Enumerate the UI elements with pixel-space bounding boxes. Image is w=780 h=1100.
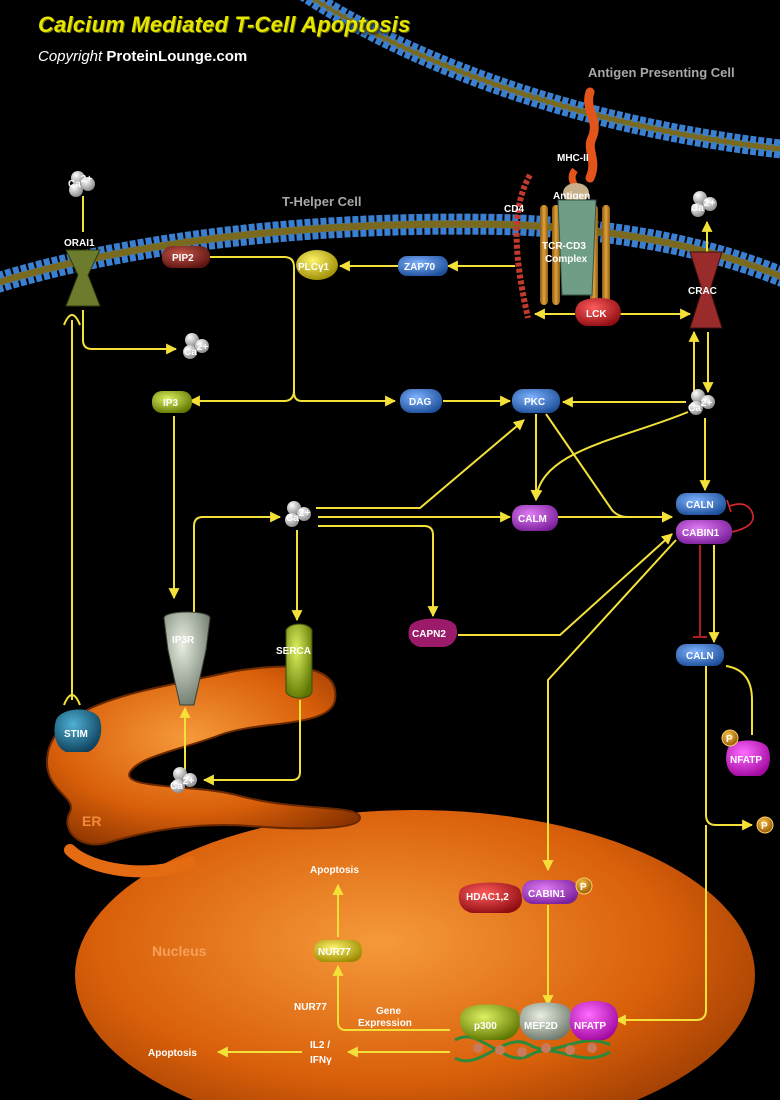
p300-label: p300 <box>474 1021 497 1032</box>
antigen-label: Antigen <box>553 191 590 202</box>
pkc-node[interactable] <box>512 389 560 413</box>
mef2d-node[interactable] <box>519 1002 573 1041</box>
thelper-label: T-Helper Cell <box>282 194 361 209</box>
apoptosis-top: Apoptosis <box>310 865 359 876</box>
crac-channel[interactable] <box>689 251 723 329</box>
nfatp-nuc-node[interactable] <box>569 1001 619 1040</box>
ca-symbol: Ca <box>68 179 81 190</box>
caln-top-label: CALN <box>686 500 714 511</box>
zap70-label: ZAP70 <box>404 262 436 273</box>
svg-text:Ca2+: Ca2+ <box>688 398 712 414</box>
apc-membrane <box>299 0 780 159</box>
caln-free-label: CALN <box>686 651 714 662</box>
diagram-title: Calcium Mediated T-Cell Apoptosis <box>38 12 411 37</box>
ca-ion-crac-bottom[interactable]: Ca2+ <box>688 389 715 415</box>
tcr-cd3-complex[interactable] <box>540 199 610 305</box>
er-label: ER <box>82 813 101 829</box>
pkc-label: PKC <box>524 397 545 408</box>
stim-protein[interactable] <box>54 709 102 753</box>
orai1-channel[interactable] <box>65 249 101 307</box>
ip3r-receptor[interactable] <box>163 611 211 706</box>
mef2d-label: MEF2D <box>524 1021 558 1032</box>
crac-label: CRAC <box>688 286 717 297</box>
thelper-membrane <box>0 213 780 293</box>
nur77-box-label: NUR77 <box>318 947 351 958</box>
nucleus-label: Nucleus <box>152 943 207 959</box>
nur77-node[interactable] <box>314 940 362 962</box>
ip3-node[interactable] <box>152 391 192 413</box>
gene-expression-line1: Gene <box>376 1006 401 1017</box>
ca-ion-crac-top[interactable]: Ca2+ <box>691 191 717 217</box>
pip2-node[interactable] <box>162 246 210 268</box>
phosphate-cyto-badge <box>721 729 739 747</box>
serca-pump[interactable] <box>285 623 313 699</box>
caln-cabin1-complex[interactable] <box>676 493 732 544</box>
nfatp-nuc-label: NFATP <box>574 1021 606 1032</box>
copyright-prefix: Copyright <box>38 48 103 65</box>
ca-ion-er[interactable]: Ca2+ <box>170 767 197 793</box>
ip3r-label: IP3R <box>172 635 195 646</box>
dag-node[interactable] <box>400 389 442 413</box>
cabin1-top-label: CABIN1 <box>682 528 720 539</box>
svg-text:Ca2+: Ca2+ <box>170 776 194 792</box>
copyright-site: ProteinLounge.com <box>106 48 248 65</box>
nur77-text: NUR77 <box>294 1002 327 1013</box>
p300-node[interactable] <box>459 1004 521 1040</box>
plcg-node[interactable] <box>296 250 338 280</box>
cd4-label: CD4 <box>504 204 524 215</box>
lck-node[interactable] <box>575 298 621 326</box>
svg-text:Ca2+: Ca2+ <box>691 198 715 214</box>
ip3-label: IP3 <box>163 398 178 409</box>
hdac-label: HDAC1,2 <box>466 892 509 903</box>
ca-ion-orai-bottom[interactable]: Ca2+ <box>183 333 209 359</box>
gene-expression-line2: Expression <box>358 1018 412 1029</box>
cabin1-nuc-label: CABIN1 <box>528 889 566 900</box>
apc-label: Antigen Presenting Cell <box>588 65 735 80</box>
lck-label: LCK <box>586 309 607 320</box>
antigen-protein[interactable] <box>563 183 589 203</box>
plcg-label: PLCγ1 <box>298 262 330 273</box>
nfatp-cyto-label: NFATP <box>730 755 762 766</box>
svg-text:Ca2+: Ca2+ <box>68 174 92 190</box>
hdac-node[interactable] <box>458 882 523 914</box>
ca-ion-orai-top[interactable]: Ca2+ <box>68 171 95 197</box>
calm-label: CALM <box>518 514 547 525</box>
caln-free-node[interactable] <box>676 644 724 666</box>
svg-text:Ca2+: Ca2+ <box>286 508 310 524</box>
calm-node[interactable] <box>512 505 558 531</box>
cabin1-nuc-node[interactable] <box>522 880 578 904</box>
mhc2-label: MHC-II <box>557 153 589 164</box>
svg-text:Ca2+: Ca2+ <box>184 342 208 358</box>
phosphate-cyto-label: P <box>726 734 733 745</box>
il2-label-line1: IL2 / <box>310 1040 330 1051</box>
copyright-line: Copyright ProteinLounge.com <box>38 48 247 65</box>
ca-ion-cytosol[interactable]: Ca2+ <box>285 501 311 527</box>
stim-label: STIM <box>64 729 88 740</box>
phosphate-nuc-label: P <box>580 882 587 893</box>
capn2-node[interactable] <box>408 618 458 648</box>
pathway-arrows <box>63 196 754 1058</box>
capn2-label: CAPN2 <box>412 629 446 640</box>
cd4-protein[interactable] <box>513 173 533 319</box>
zap70-node[interactable] <box>398 256 448 276</box>
serca-label: SERCA <box>276 646 311 657</box>
ca-charge: 2+ <box>81 174 93 185</box>
il2-label-line2: IFNγ <box>310 1055 332 1066</box>
phosphate-free-label: P <box>761 821 768 832</box>
nfatp-cyto-node[interactable] <box>726 740 770 777</box>
tcr-label-line2: Complex <box>545 254 588 265</box>
phosphate-free-badge <box>756 816 774 834</box>
phosphate-nuc-badge <box>575 877 593 895</box>
dag-label: DAG <box>409 397 431 408</box>
orai1-label: ORAI1 <box>64 238 95 249</box>
pip2-label: PIP2 <box>172 253 194 264</box>
apoptosis-left: Apoptosis <box>148 1048 197 1059</box>
tcr-label-line1: TCR-CD3 <box>542 241 586 252</box>
